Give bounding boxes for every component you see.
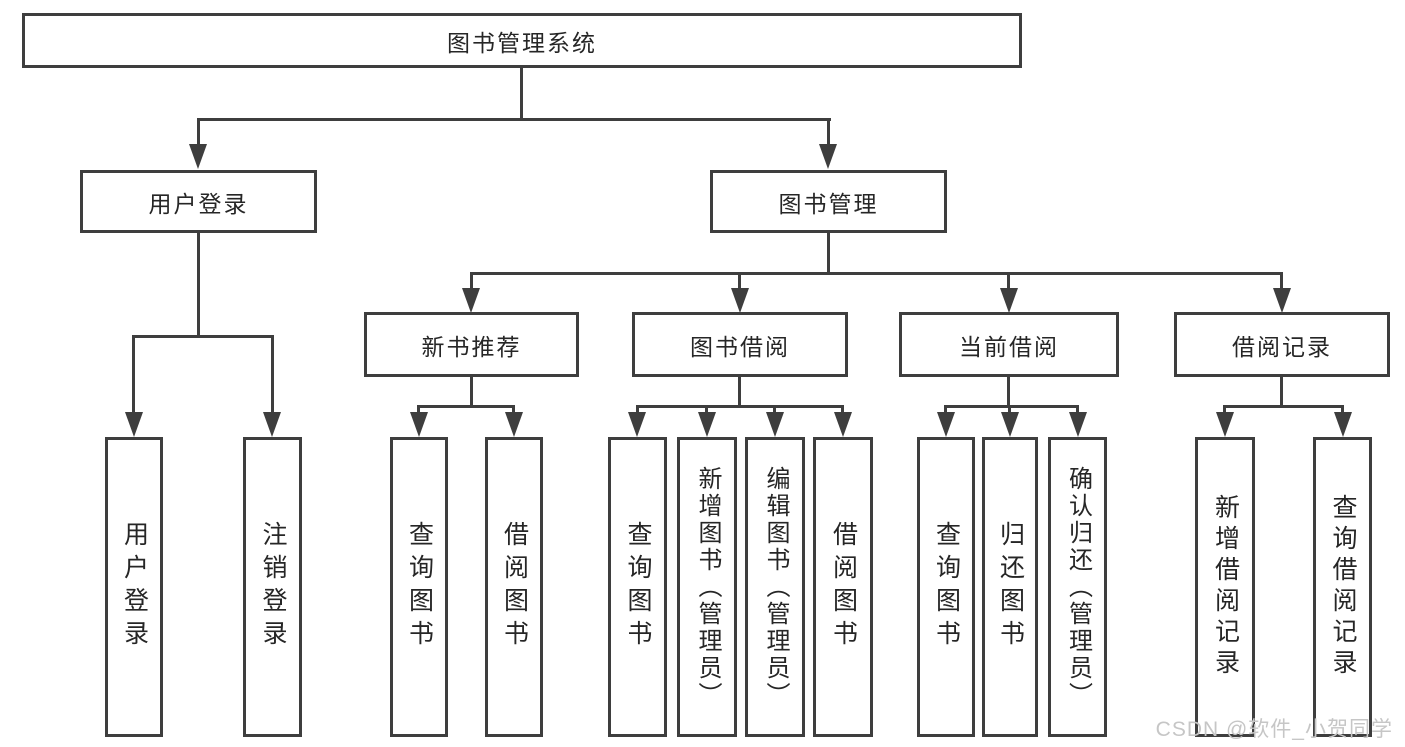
leaf-bb-edit-books-label: 编辑图书（管理员）	[762, 465, 789, 709]
connector-stem	[1280, 272, 1283, 292]
arrow-down-icon	[628, 412, 646, 437]
connector-stem	[1008, 405, 1011, 417]
node-user-login: 用户登录	[80, 170, 317, 233]
node-borrow-records-label: 借阅记录	[1232, 333, 1332, 360]
connector-trunk	[197, 231, 200, 337]
leaf-nb-query-books-label: 查询图书	[405, 521, 434, 653]
connector-stem	[738, 272, 741, 292]
connector-split	[1224, 405, 1344, 408]
leaf-cb-return-books-label: 归还图书	[996, 521, 1025, 653]
connector-stem	[1223, 405, 1226, 417]
leaf-bb-add-books-label: 新增图书（管理员）	[694, 465, 721, 709]
leaf-nb-query-books: 查询图书	[390, 437, 448, 737]
connector-stem	[417, 405, 420, 417]
leaf-nb-borrow-books: 借阅图书	[485, 437, 543, 737]
arrow-down-icon	[731, 288, 749, 313]
connector-stem	[944, 405, 947, 417]
connector-split	[636, 405, 844, 408]
leaf-cb-confirm-return: 确认归还（管理员）	[1048, 437, 1107, 737]
leaf-logout-label: 注销登录	[259, 521, 287, 653]
node-root: 图书管理系统	[22, 13, 1022, 68]
connector-stem	[636, 405, 639, 417]
leaf-br-add-record-label: 新增借阅记录	[1211, 494, 1240, 680]
arrow-down-icon	[1001, 412, 1019, 437]
leaf-br-add-record: 新增借阅记录	[1195, 437, 1255, 737]
node-current-borrow: 当前借阅	[899, 312, 1119, 377]
leaf-bb-edit-books: 编辑图书（管理员）	[745, 437, 805, 737]
arrow-down-icon	[1273, 288, 1291, 313]
connector-trunk	[1007, 375, 1010, 408]
connector-stem	[705, 405, 708, 417]
arrow-down-icon	[263, 412, 281, 437]
connector-split	[133, 335, 274, 338]
leaf-bb-borrow-books-label: 借阅图书	[829, 521, 858, 653]
leaf-logout: 注销登录	[243, 437, 302, 737]
leaf-br-query-record: 查询借阅记录	[1313, 437, 1372, 737]
connector-split	[418, 405, 515, 408]
leaf-bb-query-books-label: 查询图书	[624, 521, 652, 653]
leaf-user-login-label: 用户登录	[120, 521, 149, 653]
connector-stem	[773, 405, 776, 417]
leaf-nb-borrow-books-label: 借阅图书	[500, 521, 529, 653]
arrow-down-icon	[462, 288, 480, 313]
connector-stem	[1341, 405, 1344, 417]
connector-split	[945, 405, 1078, 408]
node-root-label: 图书管理系统	[447, 29, 597, 56]
node-book-borrow-label: 图书借阅	[690, 333, 790, 360]
connector-stem	[1007, 272, 1010, 292]
leaf-cb-confirm-return-label: 确认归还（管理员）	[1064, 465, 1092, 709]
arrow-down-icon	[834, 412, 852, 437]
connector-stem	[1076, 405, 1079, 417]
leaf-cb-query-books: 查询图书	[917, 437, 975, 737]
arrow-down-icon	[1069, 412, 1087, 437]
node-user-login-label: 用户登录	[148, 190, 249, 217]
connector-root-split	[197, 118, 831, 121]
arrow-down-icon	[766, 412, 784, 437]
connector-stem	[841, 405, 844, 417]
node-book-management-label: 图书管理	[778, 190, 879, 217]
leaf-bb-query-books: 查询图书	[608, 437, 667, 737]
node-borrow-records: 借阅记录	[1174, 312, 1390, 377]
connector-stem	[470, 272, 473, 292]
arrow-down-icon	[505, 412, 523, 437]
arrow-down-icon	[1000, 288, 1018, 313]
connector-stem	[271, 335, 274, 415]
connector-trunk	[1280, 375, 1283, 408]
node-book-management: 图书管理	[710, 170, 947, 233]
connector-stem	[132, 335, 135, 415]
arrow-down-icon	[819, 144, 837, 169]
arrow-down-icon	[1216, 412, 1234, 437]
leaf-user-login: 用户登录	[105, 437, 163, 737]
leaf-bb-add-books: 新增图书（管理员）	[677, 437, 737, 737]
leaf-cb-query-books-label: 查询图书	[932, 521, 961, 653]
connector-stem	[197, 118, 200, 148]
node-new-book-recommend-label: 新书推荐	[421, 333, 522, 360]
arrow-down-icon	[937, 412, 955, 437]
arrow-down-icon	[189, 144, 207, 169]
arrow-down-icon	[698, 412, 716, 437]
connector-stem	[512, 405, 515, 417]
connector-stem	[827, 118, 830, 148]
node-current-borrow-label: 当前借阅	[959, 333, 1059, 360]
connector-split	[470, 272, 1282, 275]
csdn-watermark: CSDN @软件_小贺同学	[1155, 718, 1393, 741]
connector-trunk	[827, 231, 830, 275]
connector-trunk	[470, 375, 473, 408]
leaf-bb-borrow-books: 借阅图书	[813, 437, 873, 737]
connector-root-trunk	[520, 66, 523, 120]
arrow-down-icon	[1334, 412, 1352, 437]
connector-trunk	[738, 375, 741, 408]
node-book-borrow: 图书借阅	[632, 312, 848, 377]
node-new-book-recommend: 新书推荐	[364, 312, 579, 377]
leaf-cb-return-books: 归还图书	[982, 437, 1038, 737]
arrow-down-icon	[410, 412, 428, 437]
arrow-down-icon	[125, 412, 143, 437]
leaf-br-query-record-label: 查询借阅记录	[1329, 494, 1357, 680]
